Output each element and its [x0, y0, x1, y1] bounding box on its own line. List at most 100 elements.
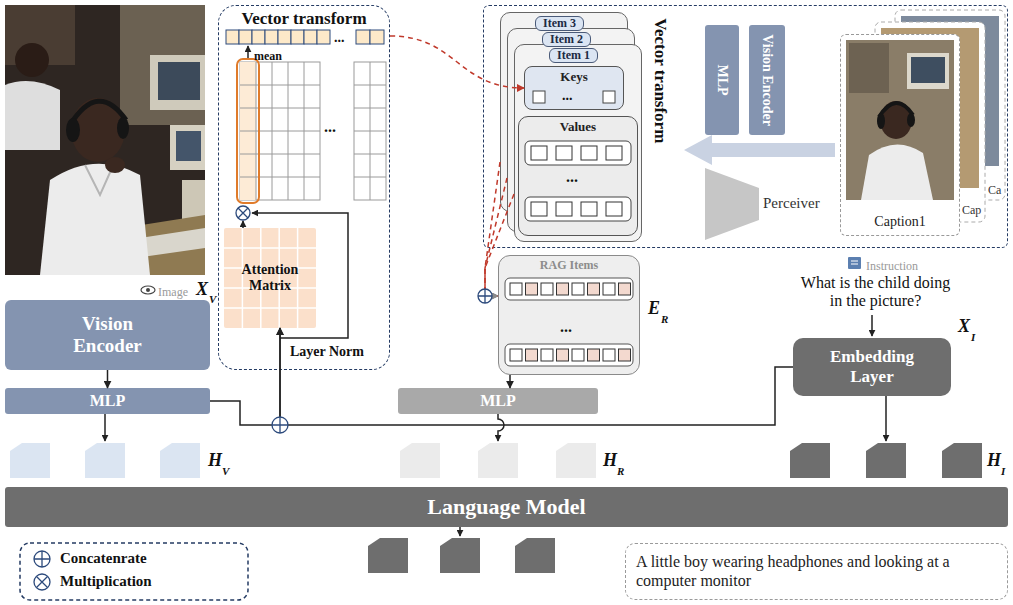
concat-symbol — [478, 289, 492, 303]
value-cell — [556, 202, 572, 216]
value-row — [525, 197, 631, 221]
math-symbol: H — [208, 450, 222, 470]
math-symbol: H — [603, 450, 617, 470]
mlp-box: MLP — [5, 388, 210, 414]
connector — [107, 370, 109, 388]
vector-cell — [291, 30, 304, 44]
legend-symbol — [34, 574, 50, 590]
flow-arrow — [104, 414, 106, 441]
output-token — [440, 538, 480, 573]
value-cell — [556, 146, 572, 160]
vector-cell — [239, 30, 252, 44]
ellipsis: ... — [560, 318, 572, 335]
instruction-token — [866, 443, 906, 478]
node-label: Embedding Layer — [817, 347, 927, 386]
rag-cell — [510, 349, 522, 361]
rag-cell — [603, 283, 615, 295]
vector-cell — [226, 30, 239, 44]
concat-symbol — [478, 289, 492, 303]
node-label: Values — [560, 120, 596, 135]
child-shirt — [861, 144, 933, 200]
input-label: Image — [158, 282, 188, 300]
keys-card: Keys — [524, 66, 624, 110]
eye-icon — [141, 286, 155, 294]
input-label: Instruction — [866, 259, 918, 273]
value-cell — [581, 146, 597, 160]
monitor-screen — [176, 131, 201, 161]
math-symbol: X — [196, 279, 208, 300]
rag-cell — [541, 349, 553, 361]
model-band: Language Model — [5, 487, 1008, 527]
vector-cell — [265, 30, 278, 44]
operation-label: mean — [254, 46, 282, 64]
flow-arrow — [871, 315, 873, 336]
visual-token — [85, 443, 125, 478]
ellipsis: ... — [334, 28, 345, 46]
multiply-symbol — [238, 208, 248, 218]
legend-frame — [20, 543, 248, 600]
monitor-screen — [158, 62, 200, 100]
value-cell — [606, 146, 622, 160]
math-subscript: V — [209, 293, 216, 305]
math-subscript: R — [617, 461, 624, 479]
math-subscript: I — [971, 331, 975, 343]
monitor — [150, 55, 205, 110]
concat-symbol — [272, 417, 288, 433]
math-subscript: V — [222, 461, 229, 479]
math-symbol: X — [958, 316, 970, 337]
retrieval-token — [400, 443, 440, 478]
rag-cell — [619, 283, 631, 295]
concat-symbol — [478, 289, 492, 303]
ellipsis: ... — [566, 168, 578, 185]
rag-cell — [619, 349, 631, 361]
math-symbol: E — [648, 298, 660, 318]
math-symbol: H — [603, 450, 617, 471]
photo-illustration — [5, 5, 205, 275]
perceiver-trapezoid — [705, 168, 759, 240]
output-token — [368, 538, 408, 573]
legend-entry: Concatenrate — [32, 547, 152, 570]
node-label: Keys — [560, 70, 587, 85]
ellipsis: ... — [324, 118, 336, 135]
key-cell — [533, 91, 545, 103]
instruction-icon — [851, 261, 858, 264]
math-symbol: H — [987, 450, 1001, 470]
ellipsis: ... — [562, 88, 573, 103]
caption-card: Caption1 — [840, 34, 960, 236]
legend-swatch — [32, 572, 52, 592]
input-label: Image — [158, 285, 188, 299]
vector-cell — [304, 30, 317, 44]
monitor-screen — [911, 57, 945, 83]
mlp-box: MLP — [705, 25, 739, 135]
multiply-symbol — [236, 206, 250, 220]
rag-cell — [588, 283, 600, 295]
math-subscript: V — [222, 465, 229, 477]
rag-cell — [510, 283, 522, 295]
vector-cell — [252, 30, 265, 44]
node-label: MLP — [714, 64, 730, 95]
heading-holder: Vector transform — [649, 16, 673, 146]
card-photo — [846, 40, 954, 200]
legend-symbol — [34, 551, 50, 567]
instruction-text: What is the child doing in the picture? — [793, 274, 958, 311]
rag-cell — [603, 349, 615, 361]
headphones — [70, 101, 126, 125]
matrix-grid — [240, 62, 320, 200]
math-subscript: R — [661, 309, 668, 327]
child-hand — [105, 157, 125, 173]
caption-fragment: Ca — [988, 180, 1001, 198]
rag-row — [505, 344, 633, 366]
legend-label: Concatenrate — [60, 550, 147, 567]
visual-token — [160, 443, 200, 478]
node-label: Item 1 — [549, 48, 598, 63]
flow-arrow — [498, 414, 504, 441]
value-cell — [531, 146, 547, 160]
operation-label: Layer Norm — [290, 344, 364, 359]
math-symbol: H — [987, 450, 1001, 471]
headphones — [117, 117, 129, 139]
column-highlight — [237, 59, 259, 203]
node-label: Perceiver — [763, 195, 820, 212]
rag-cell — [526, 349, 538, 361]
node-label: RAG Items — [540, 259, 598, 273]
flow-arrow — [885, 396, 887, 441]
